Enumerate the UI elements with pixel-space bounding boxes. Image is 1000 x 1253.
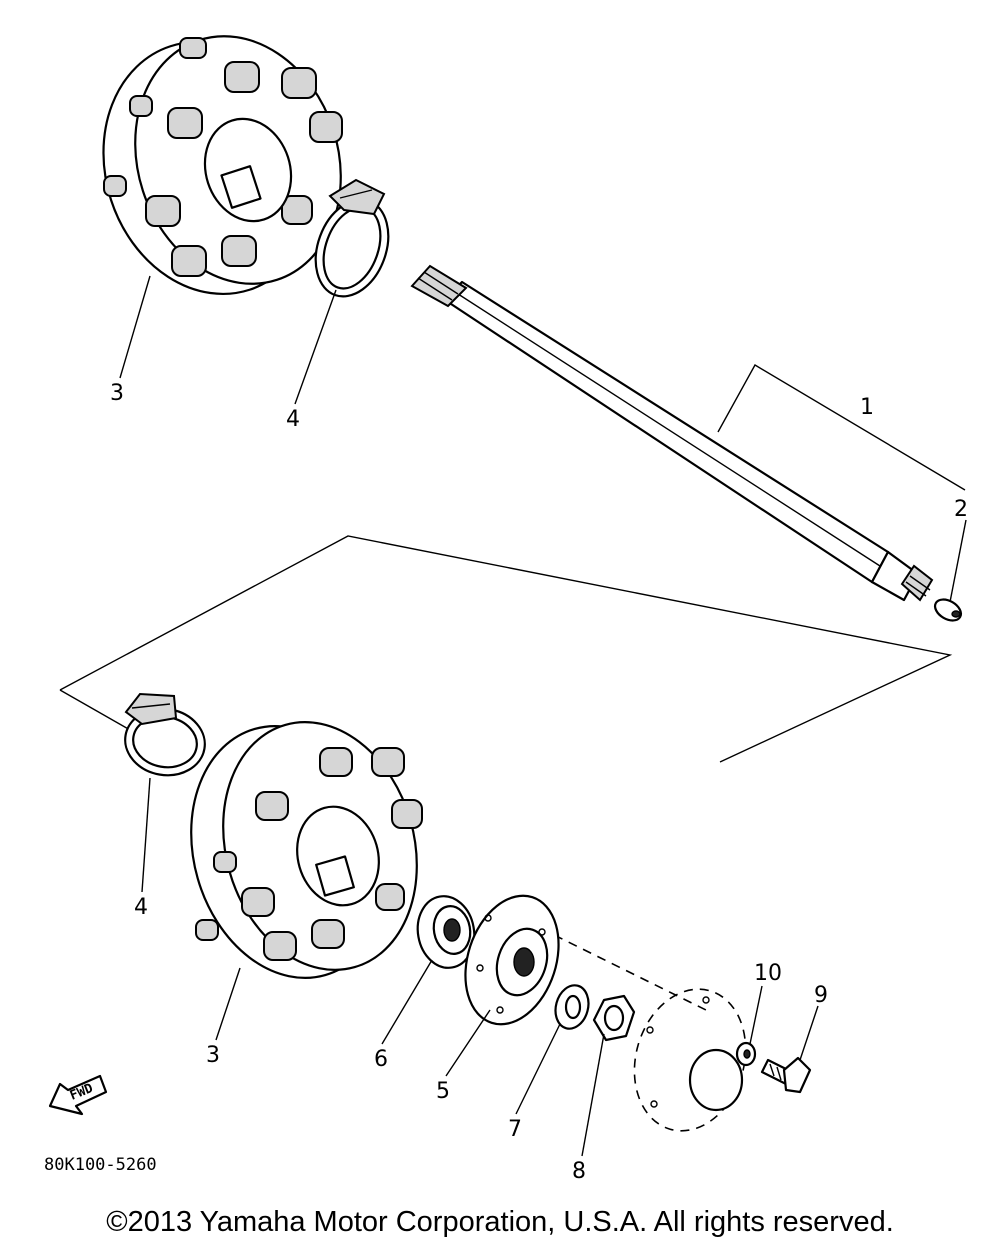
copyright-notice: ©2013 Yamaha Motor Corporation, U.S.A. A…	[106, 1206, 894, 1238]
callout-1: 1	[860, 395, 874, 420]
callout-6: 6	[374, 1047, 388, 1072]
parts-exploded-diagram: FWD 1 2 3 4 4 3 6 5 7 8 10 9 80K100-5260	[44, 35, 968, 1180]
callout-2: 2	[954, 497, 968, 522]
drive-shaft	[410, 264, 934, 602]
bearing-housing	[464, 894, 560, 1026]
fwd-arrow-icon: FWD	[48, 1074, 108, 1116]
callout-8: 8	[572, 1159, 586, 1180]
washer	[554, 984, 590, 1030]
callout-9: 9	[814, 983, 828, 1008]
sprocket-bottom	[190, 721, 423, 979]
callout-4-top: 4	[286, 407, 300, 432]
hose-clamp-bottom	[124, 692, 206, 777]
shaft-plug	[933, 598, 963, 622]
callout-10: 10	[754, 961, 782, 986]
callout-5: 5	[436, 1079, 450, 1104]
callout-3-top: 3	[110, 381, 124, 406]
callout-3-bottom: 3	[206, 1043, 220, 1068]
callout-7: 7	[508, 1117, 522, 1142]
hose-clamp-top	[314, 178, 390, 298]
sprocket-top	[102, 35, 343, 296]
bearing	[416, 895, 476, 969]
nut	[592, 994, 636, 1042]
bolt	[760, 1056, 812, 1094]
assembly-reference-outline	[59, 535, 953, 1013]
shaft-assembly-bracket	[717, 364, 966, 491]
diagram-code: 80K100-5260	[44, 1155, 157, 1175]
leader-lines	[119, 275, 967, 1157]
lock-washer	[735, 1041, 757, 1067]
callout-4-bottom: 4	[134, 895, 148, 920]
end-cap	[633, 988, 747, 1132]
